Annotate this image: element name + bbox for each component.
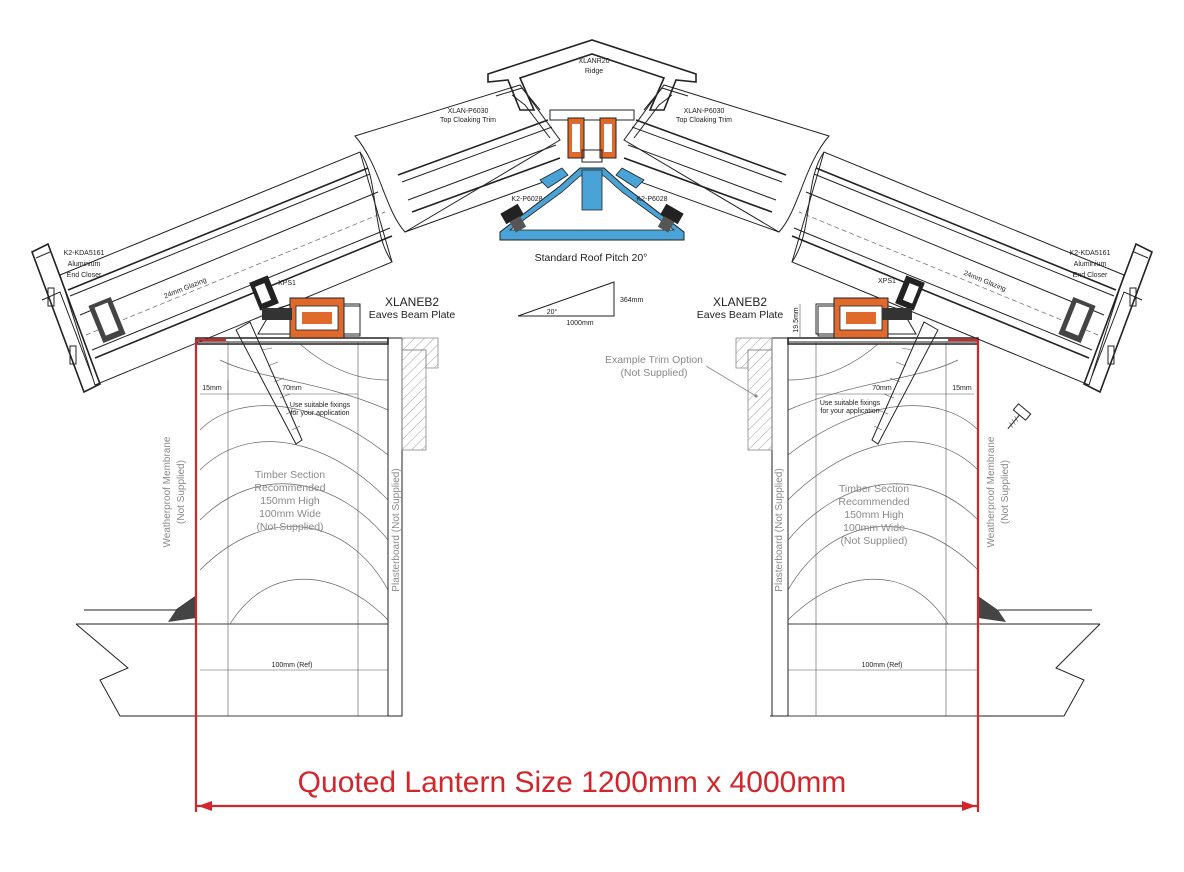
right-timber-line1: Timber Section (839, 483, 909, 495)
right-membrane-line2: (Not Supplied) (1000, 460, 1011, 524)
right-end-closer-name: End Closer (1073, 272, 1108, 279)
left-timber-line3: 150mm High (260, 495, 320, 507)
left-fixings-line1: Use suitable fixings (290, 402, 351, 409)
right-timber-line4: 100mm Wide (843, 522, 905, 534)
left-timber-line5: (Not Supplied) (256, 521, 323, 533)
ridge-thermal-break (549, 109, 635, 163)
left-membrane-line1: Weatherproof Membrane (162, 436, 173, 547)
right-clip-label: K2-P6028 (636, 196, 667, 203)
right-cloaking-code: XLAN-P6030 (684, 108, 725, 115)
right-dim-15: 15mm (952, 385, 972, 392)
pitch-angle-label: 20° (547, 308, 558, 316)
right-dim-70: 70mm (872, 385, 892, 392)
left-end-closer-name: End Closer (67, 272, 102, 279)
left-xps-label: XPS1 (278, 280, 296, 287)
right-clip-screw (657, 203, 684, 233)
right-timber-line3: 150mm High (844, 509, 904, 521)
left-dim-15: 15mm (202, 385, 222, 392)
pitch-triangle (517, 281, 615, 317)
left-dim-70: 70mm (282, 385, 302, 392)
right-ref-label: 100mm (Ref) (862, 662, 903, 669)
right-end-closer-material: Aluminium (1074, 261, 1107, 268)
trim-option-line2: (Not Supplied) (620, 367, 687, 379)
left-upstand-wall (75, 595, 389, 717)
left-eaves-code: XLANEB2 (385, 295, 439, 309)
left-eaves-beam (195, 275, 389, 345)
left-membrane-line2: (Not Supplied) (176, 460, 187, 524)
left-plasterboard (387, 337, 439, 717)
upper-right-panel (623, 84, 830, 233)
left-end-closer-material: Aluminium (68, 261, 101, 268)
left-end-closer-code: K2-KDA5161 (64, 250, 105, 257)
right-eaves-beam (787, 275, 979, 345)
right-fixings-line2: for your application (820, 408, 879, 415)
left-timber-line2: Recommended (254, 482, 325, 494)
left-fixing-screw (235, 321, 303, 445)
left-clip-screw (500, 203, 527, 233)
right-end-closer-code: K2-KDA5161 (1070, 250, 1111, 257)
right-timber-line2: Recommended (838, 496, 909, 508)
right-height-label: 19.5mm (793, 307, 800, 332)
right-glazing-panel (791, 151, 1125, 386)
glazing-bar-gaskets (499, 167, 685, 241)
quoted-size-label: Quoted Lantern Size 1200mm x 4000mm (298, 766, 847, 799)
left-cloaking-name: Top Cloaking Trim (440, 117, 496, 124)
right-end-closer (1083, 242, 1153, 394)
upper-left-panel (354, 84, 561, 233)
right-membrane-line1: Weatherproof Membrane (986, 436, 997, 547)
right-upstand-wall (770, 596, 1101, 717)
ridge-name-label: Ridge (585, 68, 603, 75)
left-glazing-panel (59, 151, 393, 386)
right-fixing-screw (871, 321, 939, 445)
screw-icon (1007, 403, 1032, 430)
pitch-run-label: 1000mm (566, 320, 593, 327)
ridge-cap (487, 39, 697, 139)
left-ref-label: 100mm (Ref) (272, 662, 313, 669)
left-timber-line1: Timber Section (255, 469, 325, 481)
right-timber-line5: (Not Supplied) (840, 535, 907, 547)
roof-pitch-label: Standard Roof Pitch 20° (535, 252, 648, 264)
right-plasterboard-label: Plasterboard (Not Supplied) (774, 468, 785, 591)
right-fixings-line1: Use suitable fixings (820, 400, 881, 407)
right-xps-label: XPS1 (878, 278, 896, 285)
left-eaves-name: Eaves Beam Plate (369, 309, 456, 321)
left-fixings-line2: for your application (290, 410, 349, 417)
quoted-size-dimension (194, 338, 980, 812)
right-eaves-name: Eaves Beam Plate (697, 309, 784, 321)
pitch-rise-label: 364mm (620, 297, 644, 304)
right-cloaking-name: Top Cloaking Trim (676, 117, 732, 124)
left-end-closer (31, 242, 101, 394)
left-cloaking-code: XLAN-P6030 (448, 108, 489, 115)
right-plasterboard (735, 337, 789, 717)
right-eaves-code: XLANEB2 (713, 295, 767, 309)
left-timber-line4: 100mm Wide (259, 508, 321, 520)
left-plasterboard-label: Plasterboard (Not Supplied) (391, 468, 402, 591)
trim-option-line1: Example Trim Option (605, 354, 703, 366)
ridge-code-label: XLANR20 (578, 58, 609, 65)
left-glazing-label: 24mm Glazing (163, 277, 208, 300)
left-clip-label: K2-P6028 (511, 196, 542, 203)
trim-option-leader (705, 365, 758, 398)
